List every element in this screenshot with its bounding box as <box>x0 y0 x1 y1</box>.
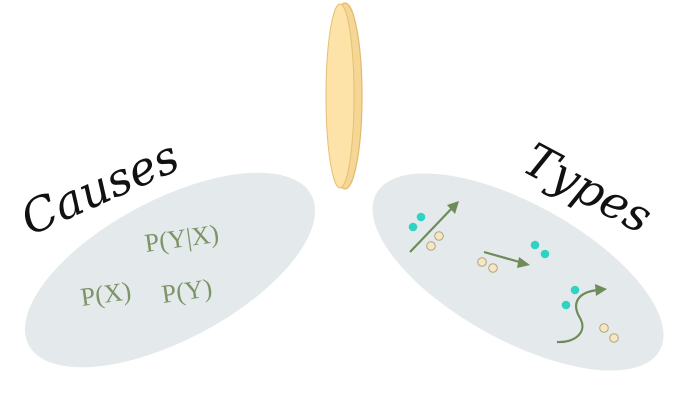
cream-dot-icon <box>488 263 498 273</box>
teal-dot-icon <box>530 240 540 250</box>
marginal-x-probability: P(X) <box>79 276 133 312</box>
upward-arrow-icon <box>409 205 455 253</box>
marginal-y-probability: P(Y) <box>160 273 214 309</box>
teal-dot-icon <box>540 249 550 259</box>
s-curve-arrow-head <box>595 284 607 296</box>
cream-dot-icon <box>609 333 619 343</box>
upward-arrow-head <box>447 201 459 214</box>
type-s-curve-group <box>556 284 619 344</box>
central-disk <box>325 2 363 190</box>
type-upward-group <box>408 201 459 253</box>
teal-dot-icon <box>416 212 426 222</box>
types-plane <box>372 173 664 371</box>
cream-dot-icon <box>426 241 436 251</box>
teal-dot-icon <box>408 222 418 232</box>
flat-arrow-icon <box>483 250 524 265</box>
cream-dot-icon <box>434 231 444 241</box>
teal-dot-icon <box>570 285 580 295</box>
teal-dot-icon <box>561 300 571 310</box>
s-curve-arrow-icon <box>556 288 599 344</box>
disk-front <box>325 3 355 189</box>
type-flat-group <box>477 240 550 273</box>
flat-arrow-head <box>517 257 530 268</box>
cream-dot-icon <box>477 257 487 267</box>
cream-dot-icon <box>599 323 609 333</box>
causes-plane <box>24 172 316 368</box>
